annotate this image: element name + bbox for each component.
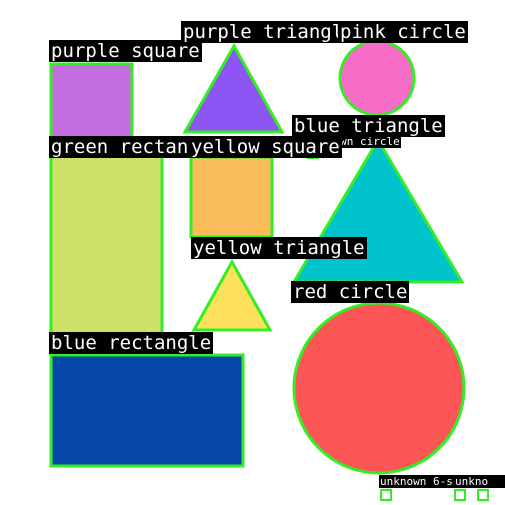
label-blue-triangle: blue triangle xyxy=(292,115,445,137)
label-yellow-triangle: yellow triangle xyxy=(191,237,367,259)
shape-yellow-triangle xyxy=(191,258,273,332)
label-blue-rectangle: blue rectangle xyxy=(49,332,214,354)
shape-red-circle xyxy=(292,301,466,475)
label-green-rectangle: green rectan xyxy=(49,136,189,158)
label-red-circle: red circle xyxy=(291,281,410,303)
shape-blue-rectangle xyxy=(49,353,245,468)
shape-yellow-square xyxy=(189,155,274,239)
unknown-bottom-box-2 xyxy=(454,489,466,501)
label-pink-circle: pink circle xyxy=(338,21,468,43)
shape-purple-triangle xyxy=(182,42,285,134)
label-unknown-bottom-2: unkno xyxy=(454,475,505,488)
label-unknown-bottom-1: unknown 6-si xyxy=(379,475,455,488)
shape-purple-square xyxy=(49,62,134,144)
unknown-bottom-box-3 xyxy=(477,489,489,501)
shape-blue-triangle xyxy=(291,137,465,284)
label-purple-triangle: purple triangle xyxy=(181,21,357,43)
shape-green-rectangle xyxy=(49,153,164,337)
label-yellow-square: yellow square xyxy=(189,136,342,158)
shape-pink-circle xyxy=(338,39,416,117)
label-purple-square: purple square xyxy=(49,40,202,62)
unknown-bottom-box-1 xyxy=(380,489,392,501)
